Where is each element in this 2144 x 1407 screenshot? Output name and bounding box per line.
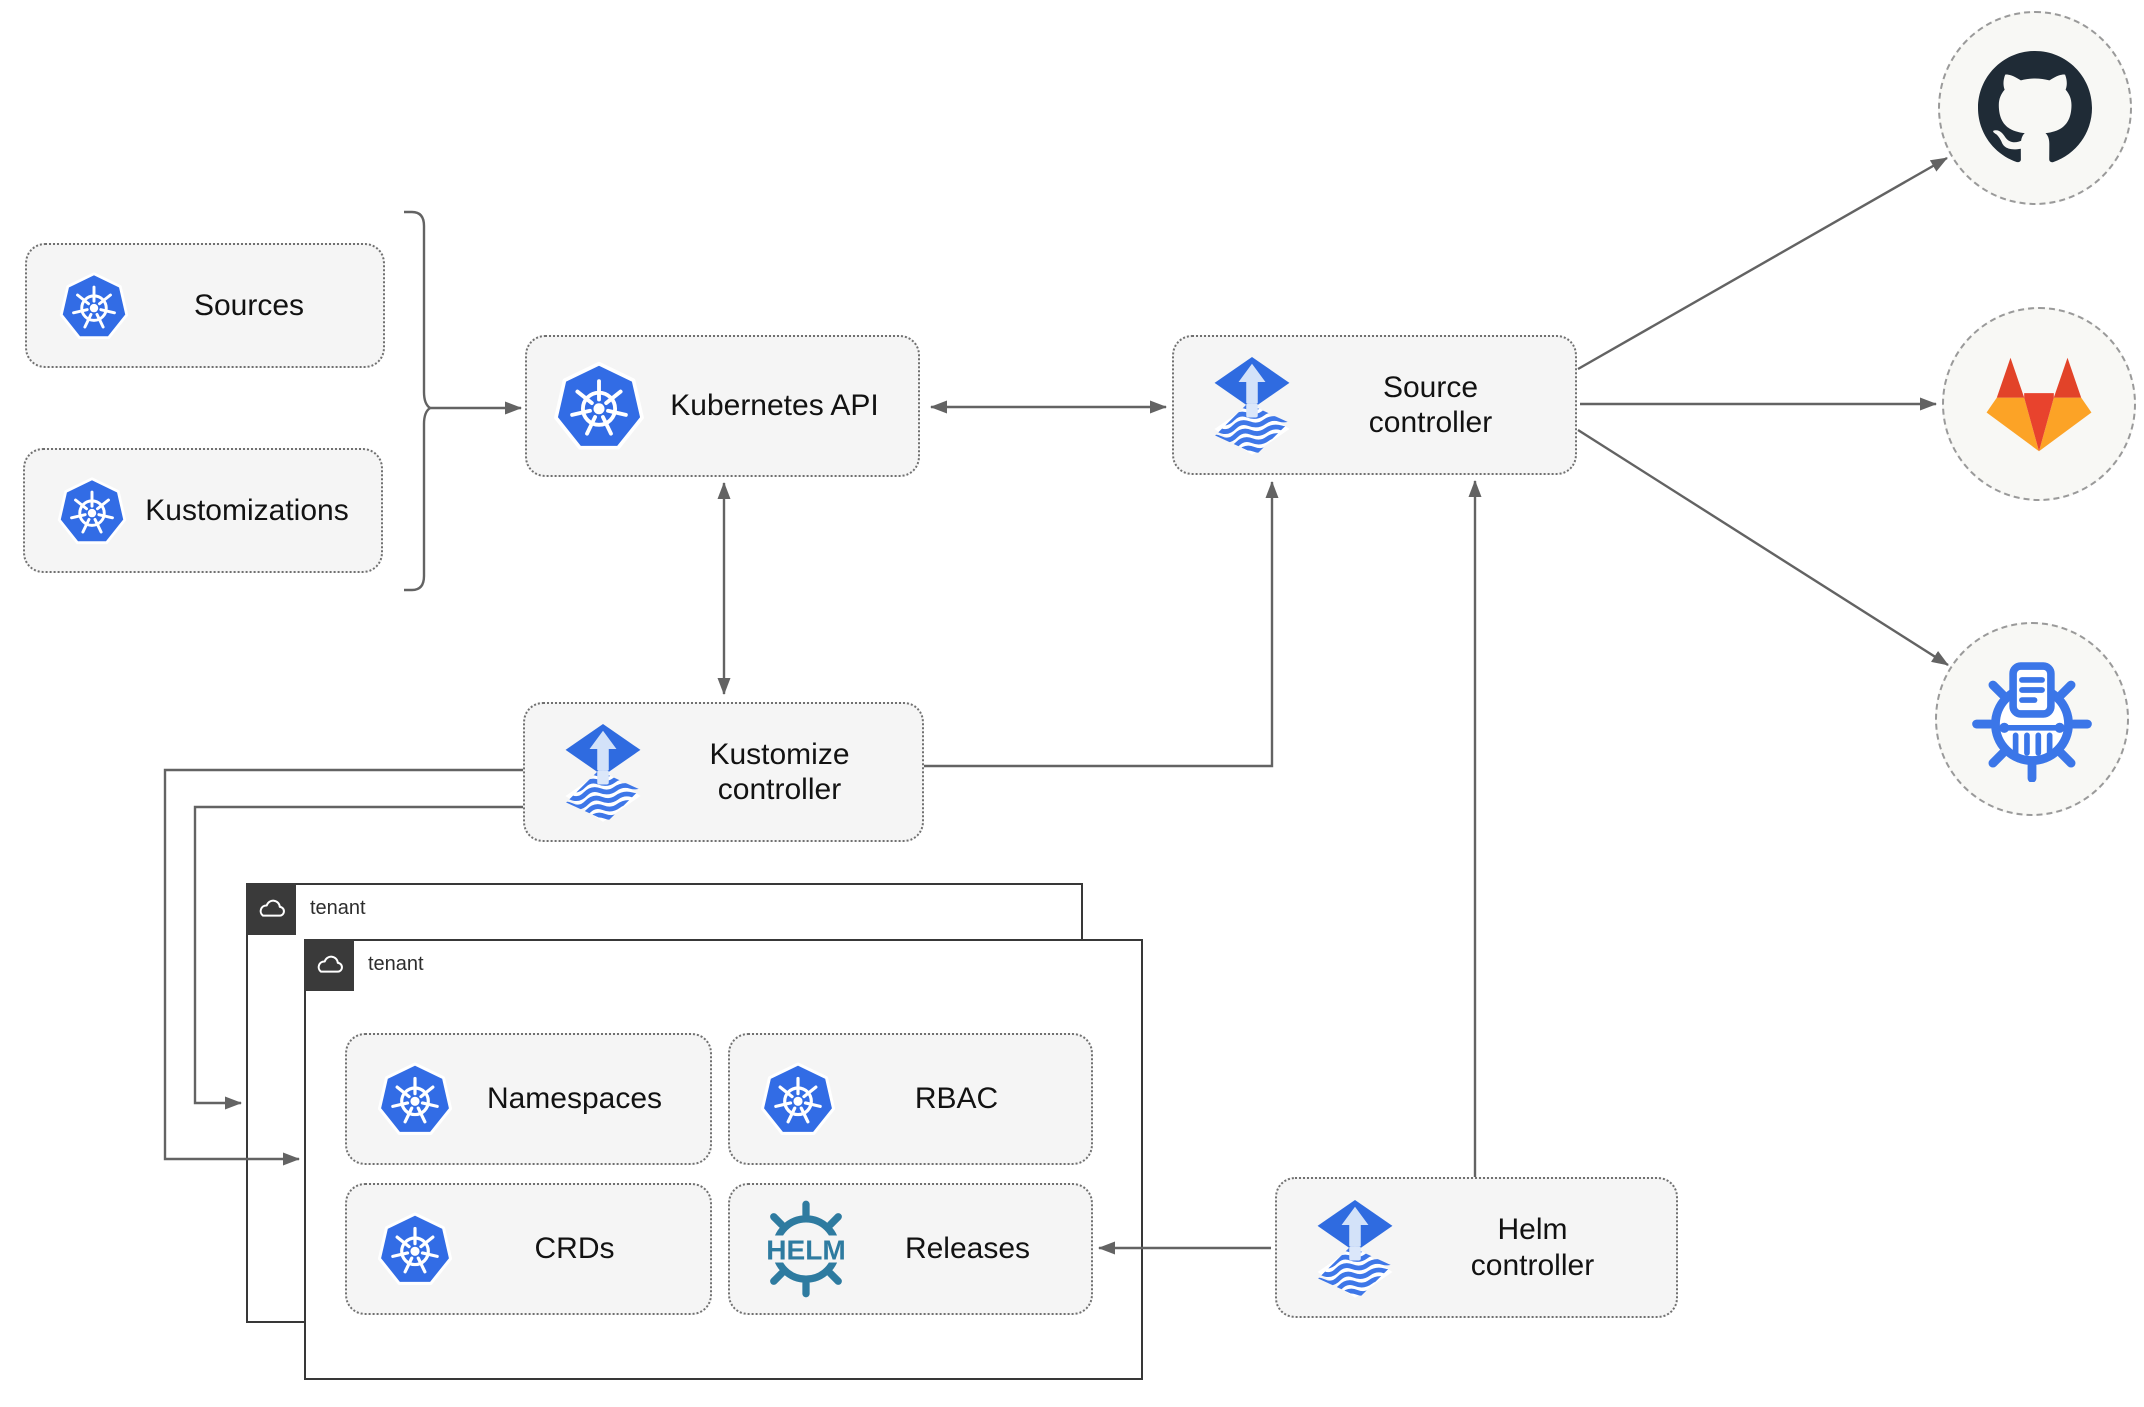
kubernetes-icon — [57, 476, 127, 546]
helm-icon-text: HELM — [766, 1234, 846, 1265]
cloud-icon — [255, 893, 287, 925]
node-crds: CRDs — [345, 1183, 712, 1315]
node-kustomizations: Kustomizations — [23, 448, 383, 573]
node-helm-controller: Helm controller — [1275, 1177, 1678, 1318]
tenant-label: tenant — [368, 953, 424, 975]
kubernetes-icon — [377, 1211, 453, 1287]
tenant-label: tenant — [310, 897, 366, 919]
flux-icon — [555, 722, 651, 822]
node-source-controller: Source controller — [1172, 335, 1577, 475]
node-label: Kubernetes API — [670, 389, 879, 423]
flux-icon — [1307, 1198, 1403, 1298]
chartmuseum-icon — [1969, 656, 2095, 782]
tenant-tab — [304, 939, 354, 991]
node-label: Kustomize controller — [709, 737, 850, 806]
node-releases: HELM Releases — [728, 1183, 1093, 1315]
gitlab-icon — [1982, 352, 2096, 457]
node-label: Releases — [904, 1232, 1031, 1266]
kubernetes-icon — [377, 1061, 453, 1137]
endpoint-github — [1938, 11, 2132, 205]
flux-icon — [1204, 355, 1300, 455]
node-label: CRDs — [534, 1232, 615, 1266]
cloud-icon — [313, 949, 345, 981]
kubernetes-icon — [59, 271, 129, 341]
node-namespaces: Namespaces — [345, 1033, 712, 1165]
node-rbac: RBAC — [728, 1033, 1093, 1165]
helm-icon: HELM — [754, 1197, 858, 1301]
arrow-source-to-github — [1577, 156, 1948, 371]
tenant-tab — [246, 883, 296, 935]
github-icon — [1978, 51, 2092, 165]
bracket-sources-kustomizations — [404, 210, 433, 592]
node-label: Namespaces — [486, 1082, 663, 1116]
kubernetes-icon — [760, 1061, 836, 1137]
node-kustomize-controller: Kustomize controller — [523, 702, 924, 842]
node-kubernetes-api: Kubernetes API — [525, 335, 920, 477]
arrow-kustomize-to-source-controller — [924, 481, 1279, 768]
endpoint-gitlab — [1942, 307, 2136, 501]
node-sources: Sources — [25, 243, 385, 368]
kubernetes-icon — [553, 360, 645, 452]
node-label: Kustomizations — [145, 493, 349, 527]
endpoint-helm-repository — [1935, 622, 2129, 816]
node-label: Sources — [193, 288, 305, 322]
node-label: RBAC — [914, 1082, 999, 1116]
node-label: Helm controller — [1470, 1213, 1595, 1282]
node-label: Source controller — [1368, 370, 1493, 439]
arrow-source-to-helm-repository — [1577, 428, 1949, 667]
